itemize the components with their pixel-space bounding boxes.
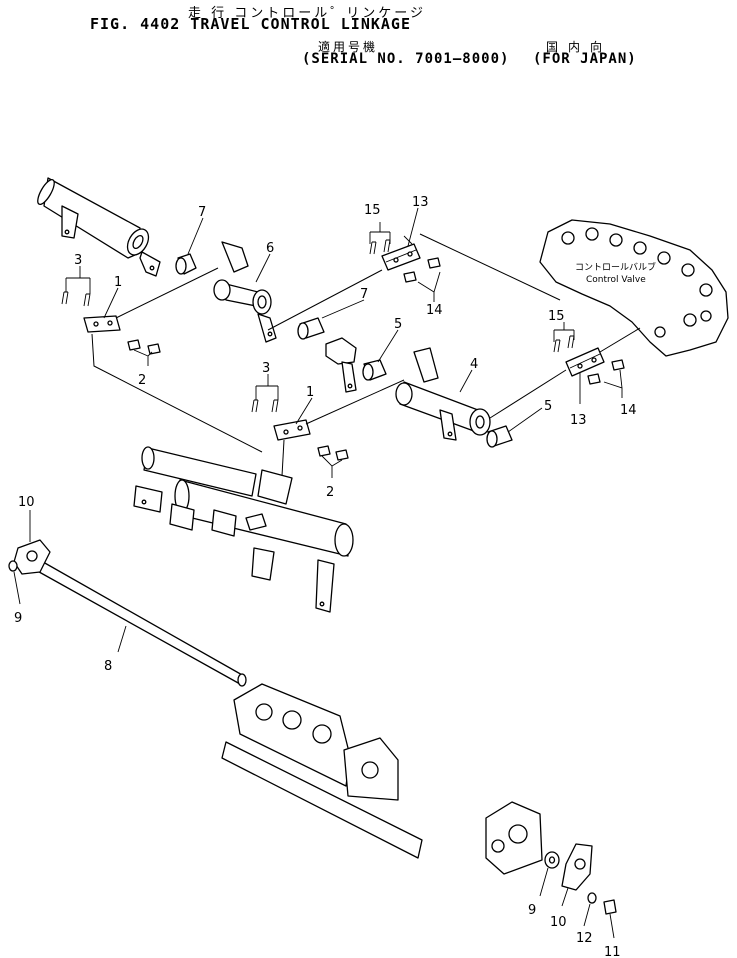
bushing-7-lower	[297, 317, 325, 340]
callout-5-upper: 5	[394, 317, 402, 332]
callout-10-right: 10	[550, 915, 567, 930]
cotter-pins-3-upper	[61, 291, 91, 307]
lever-6	[213, 241, 277, 343]
callout-10-left: 10	[18, 495, 35, 510]
callout-7-lower: 7	[360, 287, 368, 302]
leader-lines	[13, 207, 623, 939]
washer-12	[587, 892, 597, 904]
callout-8: 8	[104, 659, 112, 674]
small-lever	[325, 337, 357, 393]
pins-2-lower	[317, 445, 349, 461]
callout-13-lower: 13	[570, 413, 587, 428]
shaft-8	[31, 557, 247, 687]
cotter-pins-15-upper	[369, 239, 391, 255]
pins-14-lower	[587, 359, 625, 385]
pins-14-upper	[403, 257, 441, 283]
upper-left-shaft-housing	[37, 177, 161, 277]
callout-5-lower: 5	[544, 399, 552, 414]
bushing-5-upper	[362, 359, 387, 381]
market-label: (FOR JAPAN)	[533, 51, 637, 67]
bolt-9-left	[8, 560, 18, 572]
callout-1-lower: 1	[306, 385, 314, 400]
callout-1-upper: 1	[114, 275, 122, 290]
pins-2-upper	[127, 339, 161, 355]
callout-2-lower: 2	[326, 485, 334, 500]
callout-9-right: 9	[528, 903, 536, 918]
figure-title: FIG. 4402 TRAVEL CONTROL LINKAGE	[90, 15, 411, 33]
cotter-pins-15-lower	[553, 335, 575, 353]
lever-4	[395, 347, 491, 441]
callout-2-upper: 2	[138, 373, 146, 388]
callout-12: 12	[576, 931, 593, 946]
clevis-1-upper	[83, 315, 121, 333]
callout-3-lower: 3	[262, 361, 270, 376]
control-valve-label: Control Valve	[586, 275, 646, 285]
callout-15-lower: 15	[548, 309, 565, 324]
figure-title-japanese: 走 行 コントロール゜リンケージ	[188, 6, 427, 21]
callout-3-upper: 3	[74, 253, 82, 268]
control-valve-label-japanese: コントロールバルブ	[575, 261, 656, 273]
callout-labels: 7 6 15 13 14 7 5 4 5 15 13 14 3 1 2 3 1 …	[14, 195, 637, 958]
callout-14-upper: 14	[426, 303, 443, 318]
callout-9-left: 9	[14, 611, 22, 626]
main-shaft-bracket	[133, 446, 354, 613]
serial-range: (SERIAL NO. 7001–8000)	[302, 51, 510, 67]
frame-bracket	[221, 683, 543, 875]
clevis-13-lower	[565, 347, 605, 377]
callout-15-upper: 15	[364, 203, 381, 218]
callout-4: 4	[470, 357, 478, 372]
link-rods	[91, 233, 641, 477]
bushing-5-lower	[486, 425, 513, 448]
washer-9-right	[544, 851, 560, 869]
clevis-13-upper	[381, 243, 421, 271]
callout-14-lower: 14	[620, 403, 637, 418]
market-label-japanese: 国内向	[546, 40, 613, 54]
cotter-pins-3-lower	[251, 399, 279, 413]
callout-13-upper: 13	[412, 195, 429, 210]
flange-10-right	[561, 843, 593, 891]
bolt-11	[603, 899, 617, 915]
bushing-7-upper	[175, 253, 197, 275]
callout-6: 6	[266, 241, 274, 256]
callout-7-upper: 7	[198, 205, 206, 220]
clevis-1-lower	[273, 419, 311, 441]
control-valve	[539, 219, 729, 357]
serial-label-japanese: 適用号機	[318, 40, 379, 54]
callout-11: 11	[604, 945, 621, 958]
